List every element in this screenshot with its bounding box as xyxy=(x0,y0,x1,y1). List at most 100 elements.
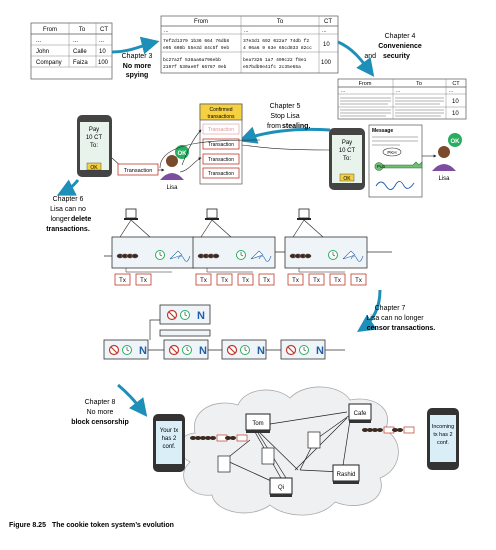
table-cell-hash: bea7326 1a7 499c22 f8e1 xyxy=(243,57,307,63)
table-header-from: From xyxy=(359,81,372,87)
signature-icon xyxy=(375,181,415,190)
chapter3-line2: spying xyxy=(126,72,149,79)
chapter7-line1: Lisa can no longer xyxy=(366,315,424,322)
table-cell: ... xyxy=(341,88,345,94)
list-item: Transaction xyxy=(208,171,234,177)
clock-hand xyxy=(126,347,130,352)
phone-text: Pay xyxy=(89,127,99,133)
figure-caption: The cookie token system’s evolution xyxy=(52,522,174,529)
key-icon xyxy=(374,161,423,171)
tx-label: Tx xyxy=(313,278,320,284)
cookie-icon xyxy=(367,428,373,432)
arrow-ch5 xyxy=(238,126,331,144)
signature-icon xyxy=(350,255,364,262)
tx-label: Tx xyxy=(242,278,249,284)
confirmed-title: Confirmed xyxy=(209,107,232,113)
clock-hand xyxy=(184,312,188,317)
node-icon xyxy=(261,447,275,465)
hashed-ledger-table: From To CT ... ... ... 7ef2d1379 1b36 66… xyxy=(160,15,339,74)
no-icon-slash xyxy=(168,311,176,319)
pub-key-label: Pub xyxy=(377,164,386,169)
ok-badge-text: OK xyxy=(178,151,188,157)
cookie-icon xyxy=(362,428,368,432)
tx-box xyxy=(258,273,275,286)
arrow-ch7 xyxy=(357,289,382,332)
node-icon xyxy=(217,455,231,473)
node-icon xyxy=(307,431,321,449)
cookie-icon xyxy=(392,428,398,432)
laptop-base xyxy=(297,218,311,220)
table-header-ct: CT xyxy=(452,81,460,87)
table-cell: Faiza xyxy=(73,60,88,66)
pen-icon xyxy=(169,250,183,260)
ok-badge-text: OK xyxy=(451,139,461,145)
table-cell: Calle xyxy=(73,49,87,55)
ok-button: OK xyxy=(90,165,98,171)
cookie-icon xyxy=(397,428,403,432)
cookie-icon xyxy=(304,253,312,259)
node-label: Tom xyxy=(252,421,263,427)
block xyxy=(284,236,368,269)
pen-icon xyxy=(250,250,264,260)
bracket xyxy=(298,268,345,273)
n-logo: N xyxy=(316,345,324,357)
confirmed-title: transactions xyxy=(208,114,235,120)
tx-box xyxy=(114,273,131,286)
table-cell: ... xyxy=(36,38,41,44)
lisa-label: Lisa xyxy=(166,185,178,191)
small-ledger-table: From To CT ... ... ... John Calle 10 Com… xyxy=(30,22,113,80)
phone-ch5: Pay 10 CT To: OK xyxy=(77,115,112,177)
lisa-avatar-ch4 xyxy=(432,146,456,171)
network-node-qi: Qi xyxy=(269,477,293,497)
tx-label: Tx xyxy=(221,278,228,284)
connector xyxy=(292,219,305,238)
cookie-icon xyxy=(205,436,211,440)
table-cell: ... xyxy=(99,38,104,44)
ch8-mini-chains xyxy=(190,426,415,442)
table-cell: 10 xyxy=(99,49,106,55)
phone-text: To: xyxy=(90,143,98,149)
block xyxy=(111,236,195,269)
phone-text: To: xyxy=(343,156,351,162)
laptop-icon xyxy=(298,208,310,219)
connector xyxy=(119,219,132,238)
chapter6-line2-bold: delete xyxy=(71,216,91,223)
no-icon-slash xyxy=(170,346,178,354)
phone-text: Pay xyxy=(342,140,352,146)
phone-text: Your tx xyxy=(160,428,178,434)
table-cell: ... xyxy=(396,88,400,94)
table-cell: 10 xyxy=(452,99,459,105)
tx-box xyxy=(350,273,367,286)
phone-ch8-right: Incoming tx has 2 conf. xyxy=(427,408,459,470)
tx-label: Tx xyxy=(140,278,147,284)
table-cell-hash: 7ef2d1379 1b36 664 76db8 xyxy=(163,38,229,44)
ok-button: OK xyxy=(343,176,351,182)
no-icon-slash xyxy=(228,346,236,354)
chapter4-line1: Convenience xyxy=(378,43,422,50)
chapter4-line2: security xyxy=(383,53,410,60)
network-node-cafe: Cafe xyxy=(348,403,372,423)
clock-hand xyxy=(159,252,163,257)
list-item: Transaction xyxy=(208,127,234,133)
chapter6-label: Chapter 6 xyxy=(53,196,84,203)
transaction-box xyxy=(117,163,159,176)
table-header-to: To xyxy=(277,19,284,25)
phone-text: tx has 2 xyxy=(433,432,452,438)
tx-label: Tx xyxy=(355,278,362,284)
phone-text: conf. xyxy=(162,444,175,450)
phone-ch8-left: Your tx has 2 conf. xyxy=(153,414,185,472)
phone-ch4: Pay 10 CT To: OK xyxy=(329,128,365,190)
tx-label: Tx xyxy=(119,278,126,284)
table-header-ct: CT xyxy=(324,19,332,25)
cookie-icon xyxy=(190,436,196,440)
table-cell: ... xyxy=(244,28,249,34)
chapter5-line1: Stop Lisa xyxy=(270,113,299,120)
network-node-rashid: Rashid xyxy=(332,464,360,484)
cookie-icon xyxy=(372,428,378,432)
bracket xyxy=(206,268,253,273)
phone-text: Incoming xyxy=(432,424,454,430)
arrow-ch8 xyxy=(117,383,148,417)
table-cell-hash: e95 608b 55e3d 84c5f 9eb xyxy=(163,45,229,51)
